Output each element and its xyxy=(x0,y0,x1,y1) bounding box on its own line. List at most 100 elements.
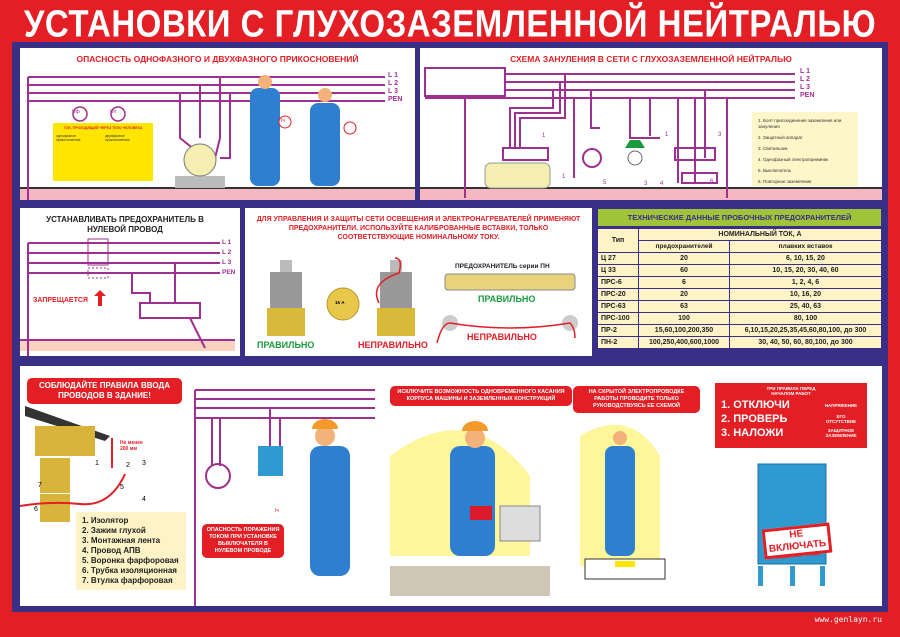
num-label: 3 xyxy=(718,132,722,138)
panel-zeroing-scheme: СХЕМА ЗАНУЛЕНИЯ В СЕТИ С ГЛУХОЗАЗЕМЛЕННО… xyxy=(420,48,882,200)
legend-item: 2. Защитный аппарат xyxy=(758,135,803,140)
cell-fuse-current: 6 xyxy=(639,277,729,288)
cell-insert-current: 10, 15, 20, 30, 40, 60 xyxy=(730,265,881,276)
current-label: Iч xyxy=(281,118,285,124)
hidden-wiring-warning: НА СКРЫТОЙ ЭЛЕКТРОПРОВОДКЕ РАБОТЫ ПРОВОД… xyxy=(573,386,700,413)
cell-type: ПРС-63 xyxy=(598,301,638,312)
cell-insert-current: 80, 100 xyxy=(730,313,881,324)
line-label: L 1 xyxy=(388,72,398,79)
entry-num: 2 xyxy=(126,462,130,469)
legend-item: 4. Однофазный электроприемник xyxy=(758,157,829,162)
col-b: плавких вставок xyxy=(730,241,881,252)
wrong-label: НЕПРАВИЛЬНО xyxy=(358,340,428,350)
entry-num: 3 xyxy=(142,460,146,467)
cell-insert-current: 10, 16, 20 xyxy=(730,289,881,300)
cell-type: ПРС-6 xyxy=(598,277,638,288)
table-title: ТЕХНИЧЕСКИЕ ДАННЫЕ ПРОБОЧНЫХ ПРЕДОХРАНИТ… xyxy=(597,208,882,227)
entry-item: 4. Провод АПВ xyxy=(82,546,141,555)
entry-num: 5 xyxy=(120,484,124,491)
rules-head: ТРИ ПРАВИЛА ПЕРЕД НАЧАЛОМ РАБОТ xyxy=(766,386,816,396)
entry-num: 6 xyxy=(34,506,38,513)
rule-step: 1. ОТКЛЮЧИ xyxy=(721,399,790,411)
wrong-label-pn: НЕПРАВИЛЬНО xyxy=(467,332,537,342)
safety-illustrations xyxy=(20,389,827,606)
entry-title: СОБЛЮДАЙТЕ ПРАВИЛА ВВОДА ПРОВОДОВ В ЗДАН… xyxy=(27,378,182,404)
entry-item: 6. Трубка изоляционная xyxy=(82,566,177,575)
current-label: Iч xyxy=(275,508,279,514)
entry-item: 7. Втулка фарфоровая xyxy=(82,576,173,585)
correct-label-pn: ПРАВИЛЬНО xyxy=(478,294,536,304)
fuse-illustrations xyxy=(267,257,578,344)
legend-item: 1. Болт присоединения заземления или зан… xyxy=(758,118,842,129)
line-label: L 2 xyxy=(388,80,398,87)
meter-ul: Uл xyxy=(110,109,117,115)
cell-insert-current: 30, 40, 50, 60, 80,100, до 300 xyxy=(730,337,881,348)
cell-insert-current: 6,10,15,20,25,35,45,60,80,100, до 300 xyxy=(730,325,881,336)
panel-neutral-fuse: УСТАНАВЛИВАТЬ ПРЕДОХРАНИТЕЛЬ В НУЛЕВОЙ П… xyxy=(20,208,240,356)
line-label: L 3 xyxy=(800,84,810,91)
three-rules-box: ТРИ ПРАВИЛА ПЕРЕД НАЧАЛОМ РАБОТ 1. ОТКЛЮ… xyxy=(715,383,867,448)
entry-num: 7 xyxy=(38,482,42,489)
cell-type: ПРС-20 xyxy=(598,289,638,300)
legend-item: 6. Повторное заземление xyxy=(758,179,812,184)
distance-label: Не менее 200 мм xyxy=(120,440,143,452)
cell-fuse-current: 20 xyxy=(639,253,729,264)
line-label: L 1 xyxy=(800,68,810,75)
neutral-fuse-diagram xyxy=(20,238,235,356)
line-label: L 3 xyxy=(388,88,398,95)
num-label: 1 xyxy=(665,132,669,138)
cell-type: Ц 33 xyxy=(598,265,638,276)
entry-item: 5. Воронка фарфоровая xyxy=(82,556,179,565)
rule-what: ЕГО ОТСУТСТВИЕ xyxy=(825,414,857,424)
cell-type: ПР-2 xyxy=(598,325,638,336)
cell-type: Ц 27 xyxy=(598,253,638,264)
rule-row: 1. ОТКЛЮЧИ НАПРЯЖЕНИЕ xyxy=(721,398,861,412)
entry-num: 4 xyxy=(142,496,146,503)
line-label: PEN xyxy=(800,92,815,99)
line-label: L 1 xyxy=(222,239,232,246)
cell-insert-current: 1, 2, 4, 6 xyxy=(730,277,881,288)
rule-what: НАПРЯЖЕНИЕ xyxy=(824,402,858,408)
num-label: 6 xyxy=(710,179,714,185)
panel-safety-rules: СОБЛЮДАЙТЕ ПРАВИЛА ВВОДА ПРОВОДОВ В ЗДАН… xyxy=(20,366,882,606)
rule-step: 2. ПРОВЕРЬ xyxy=(721,413,788,425)
touch-warning: ИСКЛЮЧИТЕ ВОЗМОЖНОСТЬ ОДНОВРЕМЕННОГО КАС… xyxy=(390,386,572,406)
pn-label: ПРЕДОХРАНИТЕЛЬ серии ПН xyxy=(455,263,550,270)
entry-item: 1. Изолятор xyxy=(82,516,129,525)
switch-warning: ОПАСНОСТЬ ПОРАЖЕНИЯ ТОКОМ ПРИ УСТАНОВКЕ … xyxy=(202,524,284,558)
formula-col2: двухфазное прикосновение xyxy=(105,134,130,142)
correct-label: ПРАВИЛЬНО xyxy=(257,340,315,350)
num-label: 3 xyxy=(644,181,648,187)
cell-fuse-current: 63 xyxy=(639,301,729,312)
col-group: НОМИНАЛЬНЫЙ ТОК, А xyxy=(639,229,881,240)
panel-title: УСТАНАВЛИВАТЬ ПРЕДОХРАНИТЕЛЬ В НУЛЕВОЙ П… xyxy=(46,215,204,234)
fuse-rating: 16 А xyxy=(335,300,345,305)
formula-box-title: ТОК, ПРОХОДЯЩИЙ ЧЕРЕЗ ТЕЛО ЧЕЛОВЕКА xyxy=(63,126,143,130)
cell-insert-current: 25, 40, 63 xyxy=(730,301,881,312)
legend-item: 5. Выключатель xyxy=(758,168,792,173)
legend-item: 3. Светильник xyxy=(758,146,788,151)
num-label: 1 xyxy=(542,133,546,139)
num-label: 4 xyxy=(660,181,664,187)
cell-fuse-current: 100 xyxy=(639,313,729,324)
cell-fuse-current: 100,250,400,600,1000 xyxy=(639,337,729,348)
fuse-instruction: ДЛЯ УПРАВЛЕНИЯ И ЗАЩИТЫ СЕТИ ОСВЕЩЕНИЯ И… xyxy=(256,216,581,241)
poster-title: УСТАНОВКИ С ГЛУХОЗАЗЕМЛЕННОЙ НЕЙТРАЛЬЮ xyxy=(23,2,877,45)
panel-fuse-inserts: ДЛЯ УПРАВЛЕНИЯ И ЗАЩИТЫ СЕТИ ОСВЕЩЕНИЯ И… xyxy=(245,208,592,356)
line-label: L 2 xyxy=(800,76,810,83)
num-label: 1 xyxy=(562,174,566,180)
touch-diagram xyxy=(20,75,415,200)
line-label: PEN xyxy=(388,96,403,103)
entry-num: 1 xyxy=(95,460,99,467)
footer-url[interactable]: www.genlayn.ru xyxy=(814,615,882,624)
zeroing-diagram xyxy=(420,67,882,200)
panel-title: СХЕМА ЗАНУЛЕНИЯ В СЕТИ С ГЛУХОЗАЗЕМЛЕННО… xyxy=(510,54,792,64)
